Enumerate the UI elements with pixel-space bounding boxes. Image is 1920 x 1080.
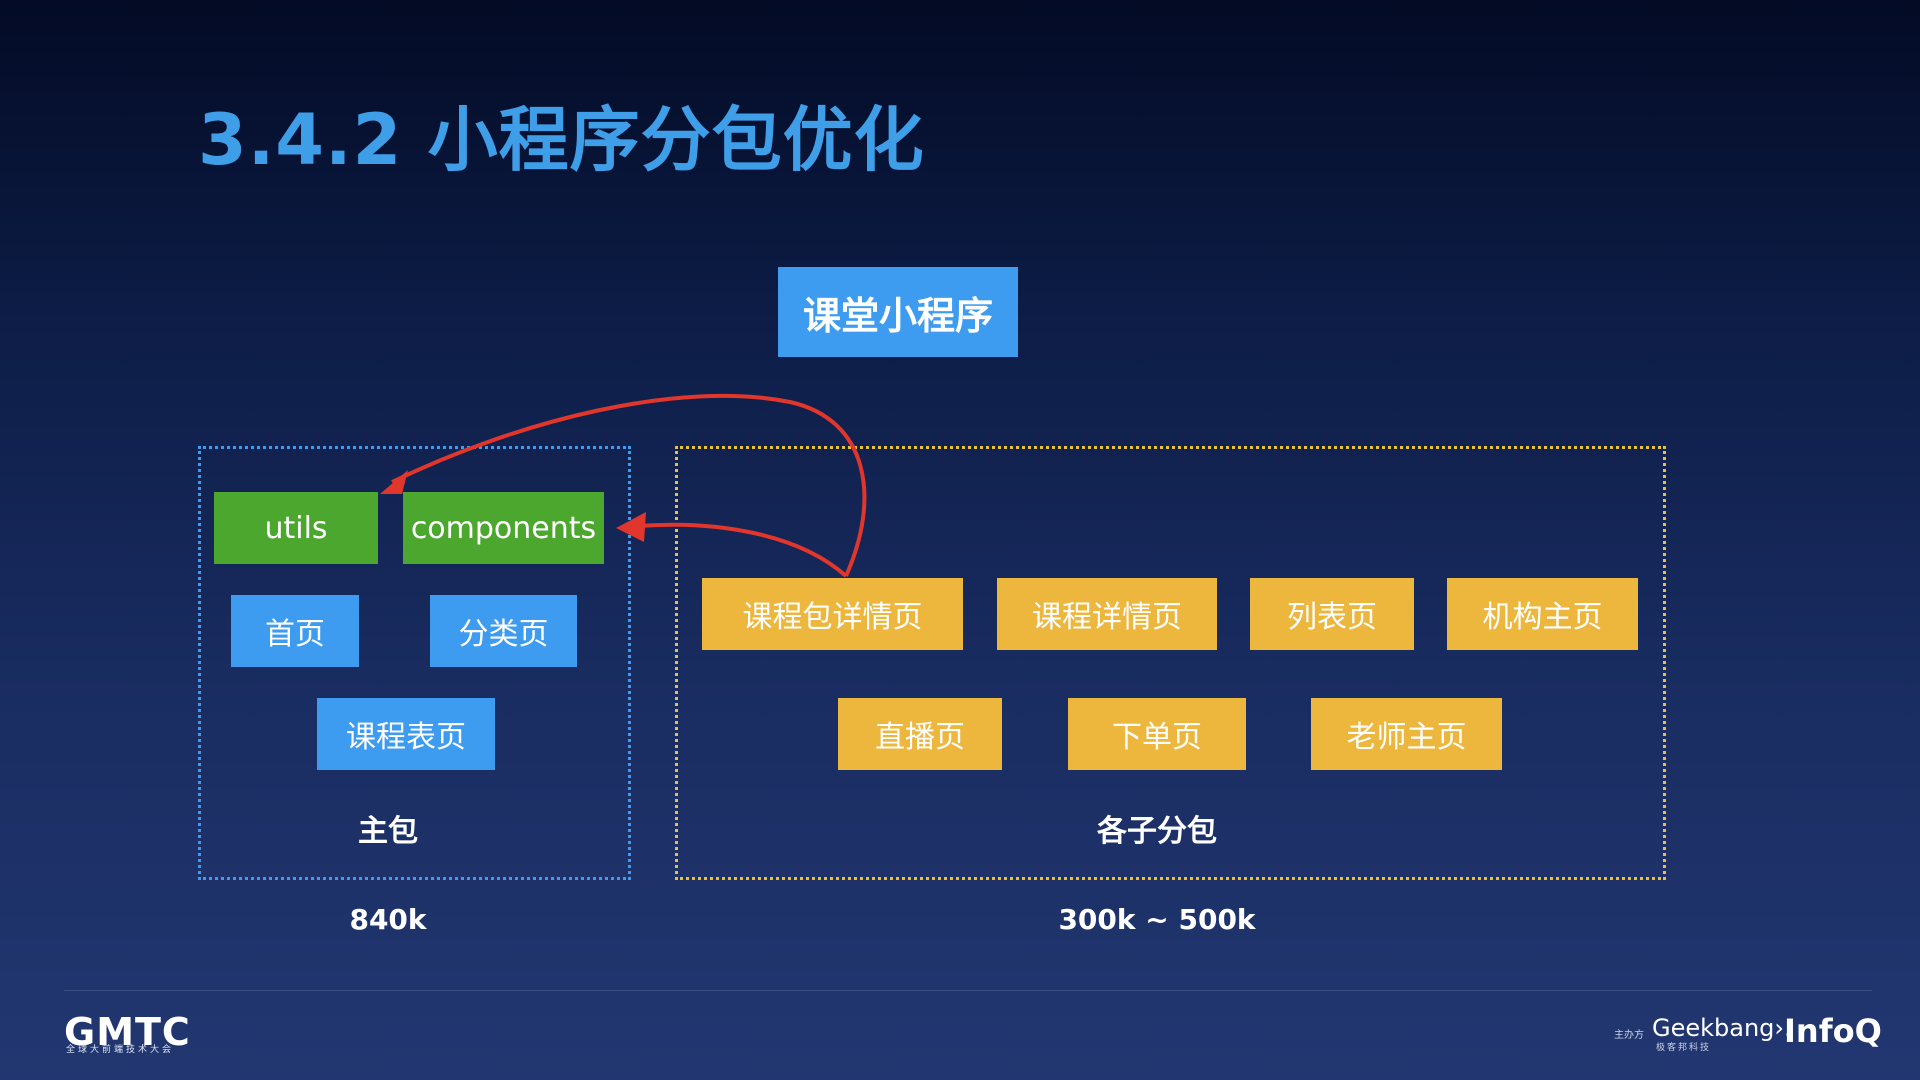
root-node-mini-program: 课堂小程序 bbox=[778, 267, 1018, 357]
gmtc-logo: GMTC bbox=[64, 1010, 191, 1054]
order-page-node: 下单页 bbox=[1068, 698, 1246, 770]
main-package-size: 840k bbox=[349, 903, 427, 936]
course-detail-node: 课程详情页 bbox=[997, 578, 1217, 650]
components-node: components bbox=[403, 492, 604, 564]
sub-packages-group bbox=[675, 446, 1666, 880]
sponsor-label: 主办方 bbox=[1614, 1030, 1644, 1041]
list-page-node: 列表页 bbox=[1250, 578, 1414, 650]
live-page-node: 直播页 bbox=[838, 698, 1002, 770]
footer-divider bbox=[64, 990, 1872, 991]
schedule-page-node: 课程表页 bbox=[317, 698, 495, 770]
geekbang-logo: Geekbang›. bbox=[1652, 1014, 1792, 1042]
course-package-detail-node: 课程包详情页 bbox=[702, 578, 963, 650]
teacher-home-node: 老师主页 bbox=[1311, 698, 1502, 770]
utils-node: utils bbox=[214, 492, 378, 564]
infoq-logo: InfoQ bbox=[1784, 1012, 1882, 1050]
sub-packages-size: 300k ~ 500k bbox=[1058, 903, 1256, 936]
slide-title: 3.4.2 小程序分包优化 bbox=[198, 99, 925, 181]
main-package-label: 主包 bbox=[358, 814, 418, 849]
geekbang-logo-subtitle: 极客邦科技 bbox=[1656, 1043, 1712, 1053]
institution-home-node: 机构主页 bbox=[1447, 578, 1638, 650]
sub-packages-label: 各子分包 bbox=[1097, 814, 1217, 849]
category-page-node: 分类页 bbox=[430, 595, 577, 667]
home-page-node: 首页 bbox=[231, 595, 359, 667]
gmtc-logo-subtitle: 全球大前端技术大会 bbox=[66, 1045, 175, 1055]
